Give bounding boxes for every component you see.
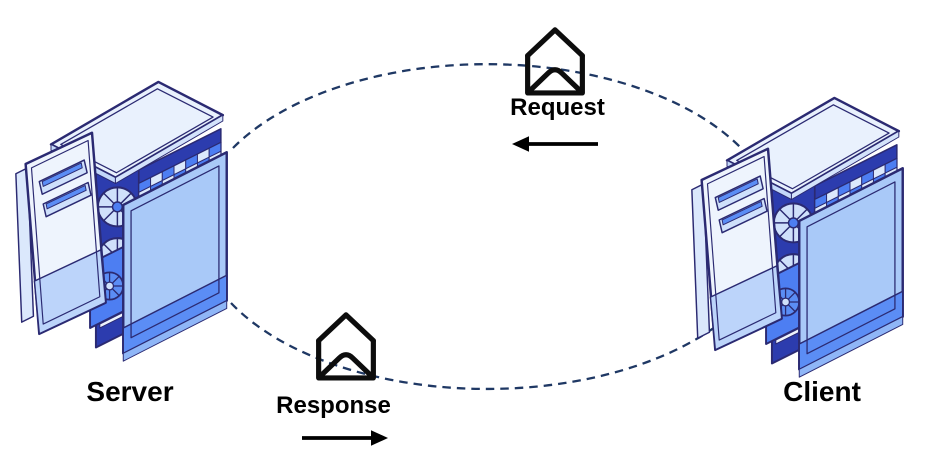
client-label: Client	[783, 376, 861, 407]
request-label: Request	[510, 94, 605, 121]
open-envelope-icon	[309, 308, 383, 384]
open-envelope-icon	[518, 23, 592, 99]
loop-top-arc	[232, 63, 742, 149]
loop-bottom-arc	[230, 300, 746, 391]
response-direction-arrow-right	[302, 430, 388, 446]
server-label: Server	[86, 376, 174, 407]
response-label: Response	[276, 392, 391, 419]
computer-tower-icon	[14, 80, 228, 363]
request-direction-arrow-left	[512, 136, 598, 152]
computer-tower-icon	[690, 96, 904, 379]
